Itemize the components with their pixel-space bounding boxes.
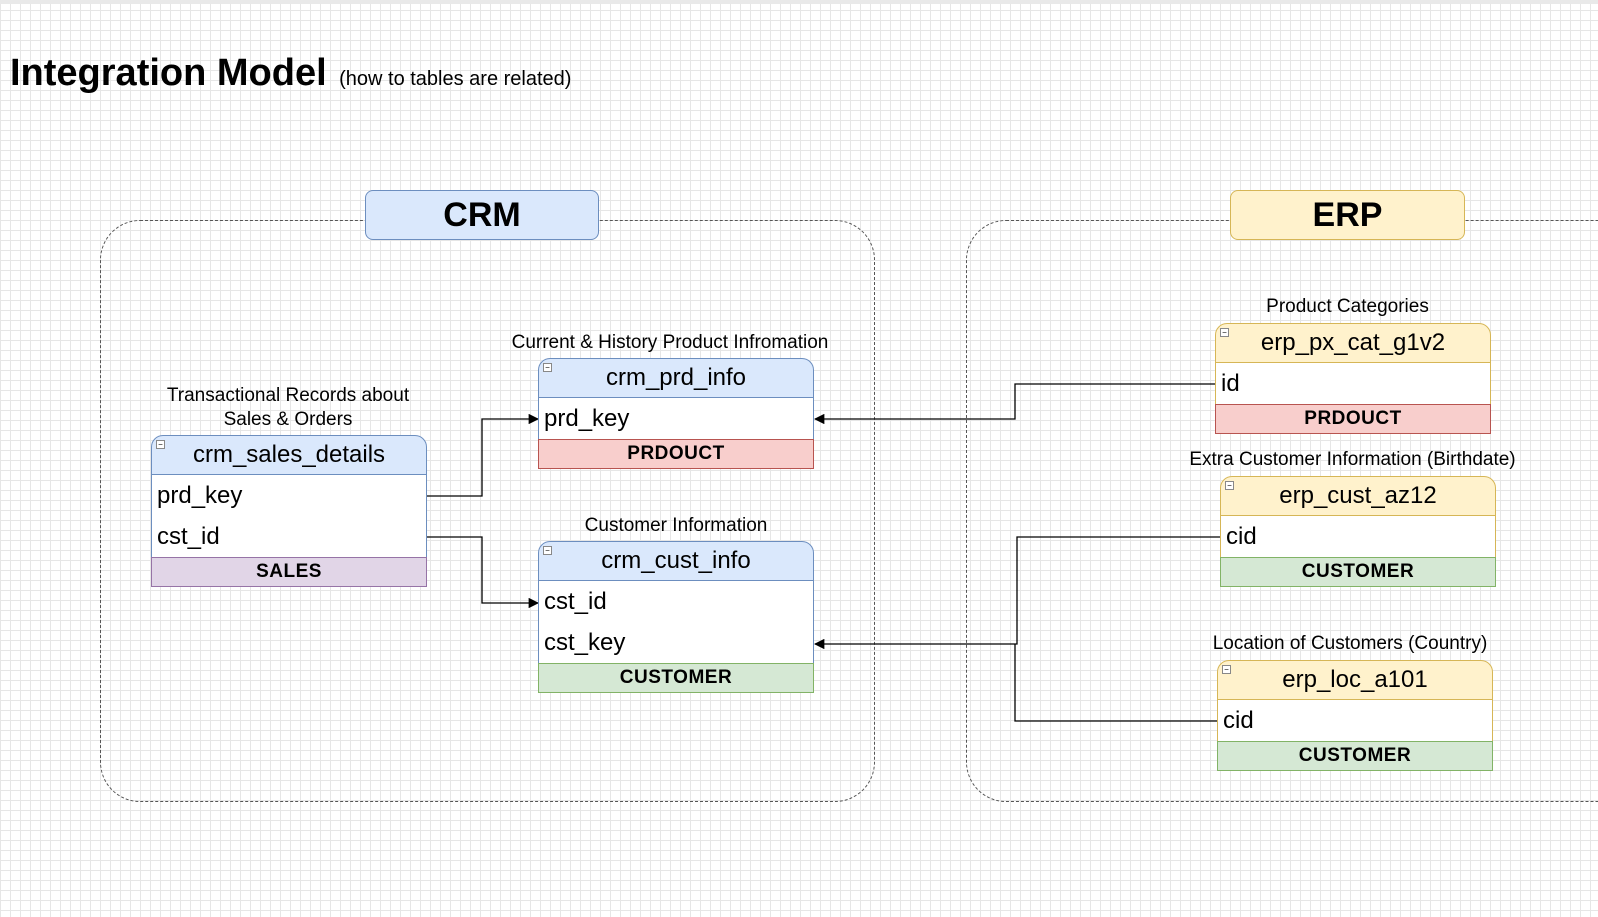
table-field[interactable]: cid [1226,522,1257,550]
table-name: erp_cust_az12 [1279,482,1437,509]
erp-cust-az12-table[interactable]: − erp_cust_az12 cid CUSTOMER [1220,476,1496,587]
table-tag: PRDOUCT [1215,404,1491,434]
table-header[interactable]: − crm_cust_info [538,541,814,581]
table-name: crm_prd_info [605,364,747,391]
page-subtitle: (how to tables are related) [339,68,572,90]
collapse-icon[interactable]: − [543,546,552,555]
table-header[interactable]: − erp_px_cat_g1v2 [1215,323,1491,363]
table-field[interactable]: cst_id [157,522,220,550]
table-name: erp_loc_a101 [1282,666,1428,693]
table-tag: CUSTOMER [538,663,814,693]
table-header[interactable]: − erp_loc_a101 [1217,660,1493,700]
top-divider [0,0,1598,4]
cust-info-caption: Customer Information [584,515,768,536]
page-title: Integration Model [10,52,327,94]
table-header[interactable]: − erp_cust_az12 [1220,476,1496,516]
table-field[interactable]: prd_key [157,481,243,509]
cust-az12-caption: Extra Customer Information (Birthdate) [1189,449,1516,470]
table-tag: CUSTOMER [1220,557,1496,587]
collapse-icon[interactable]: − [156,440,165,449]
prd-info-caption: Current & History Product Infromation [511,332,829,353]
erp-group-label[interactable]: ERP [1230,190,1465,240]
table-tag: SALES [151,557,427,587]
page-heading: Integration Model (how to tables are rel… [10,52,571,95]
crm-prd-info-table[interactable]: − crm_prd_info prd_key PRDOUCT [538,358,814,469]
table-field[interactable]: cst_key [544,628,626,656]
crm-sales-details-table[interactable]: − crm_sales_details prd_key cst_id SALES [151,435,427,587]
table-tag: PRDOUCT [538,439,814,469]
crm-cust-info-table[interactable]: − crm_cust_info cst_id cst_key CUSTOMER [538,541,814,693]
table-name: crm_sales_details [192,441,386,468]
table-tag: CUSTOMER [1217,741,1493,771]
table-field[interactable]: cid [1223,706,1254,734]
table-field[interactable]: prd_key [544,404,630,432]
sales-details-caption: Transactional Records about Sales & Orde… [166,385,410,430]
crm-group-label[interactable]: CRM [365,190,599,240]
table-header[interactable]: − crm_sales_details [151,435,427,475]
collapse-icon[interactable]: − [1222,665,1231,674]
table-field[interactable]: id [1221,369,1240,397]
table-name: erp_px_cat_g1v2 [1260,329,1446,356]
erp-loc-a101-table[interactable]: − erp_loc_a101 cid CUSTOMER [1217,660,1493,771]
table-header[interactable]: − crm_prd_info [538,358,814,398]
loc-a101-caption: Location of Customers (Country) [1212,633,1488,654]
collapse-icon[interactable]: − [1225,481,1234,490]
erp-px-cat-g1v2-table[interactable]: − erp_px_cat_g1v2 id PRDOUCT [1215,323,1491,434]
table-name: crm_cust_info [601,547,751,574]
collapse-icon[interactable]: − [1220,328,1229,337]
table-field[interactable]: cst_id [544,587,607,615]
px-cat-caption: Product Categories [1266,296,1429,317]
collapse-icon[interactable]: − [543,363,552,372]
